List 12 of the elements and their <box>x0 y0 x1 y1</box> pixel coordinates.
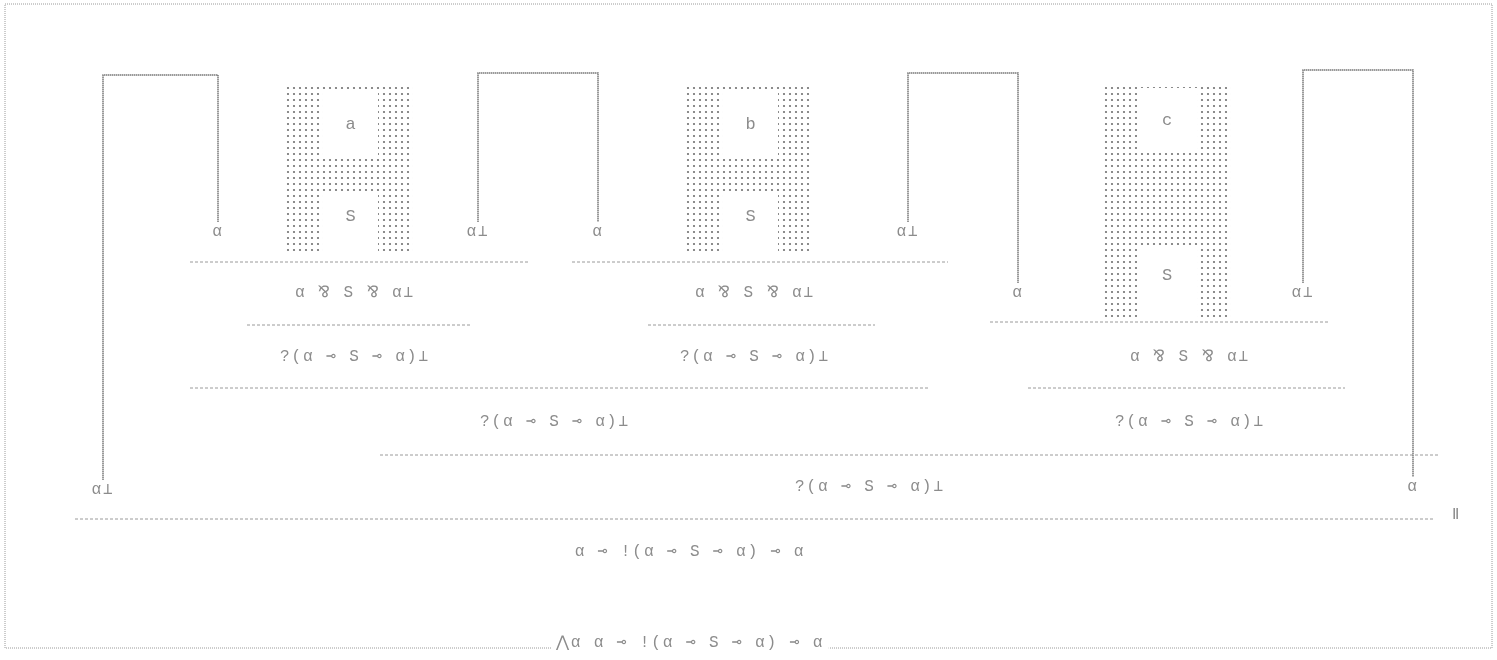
axiom-link <box>1302 69 1414 478</box>
formula: b <box>745 115 756 132</box>
formula: ⋀α α ⊸ !(α ⊸ S ⊸ α) ⊸ α <box>551 633 829 653</box>
formula: c <box>1161 111 1173 129</box>
axiom-link <box>477 72 599 223</box>
rule-mark: Ⅱ <box>1451 507 1459 523</box>
axiom-link <box>102 74 219 481</box>
axiom-link <box>907 72 1019 284</box>
formula: S <box>345 207 356 225</box>
formula: S <box>745 207 756 225</box>
formula: S <box>1161 266 1173 283</box>
formula: a <box>345 115 356 132</box>
